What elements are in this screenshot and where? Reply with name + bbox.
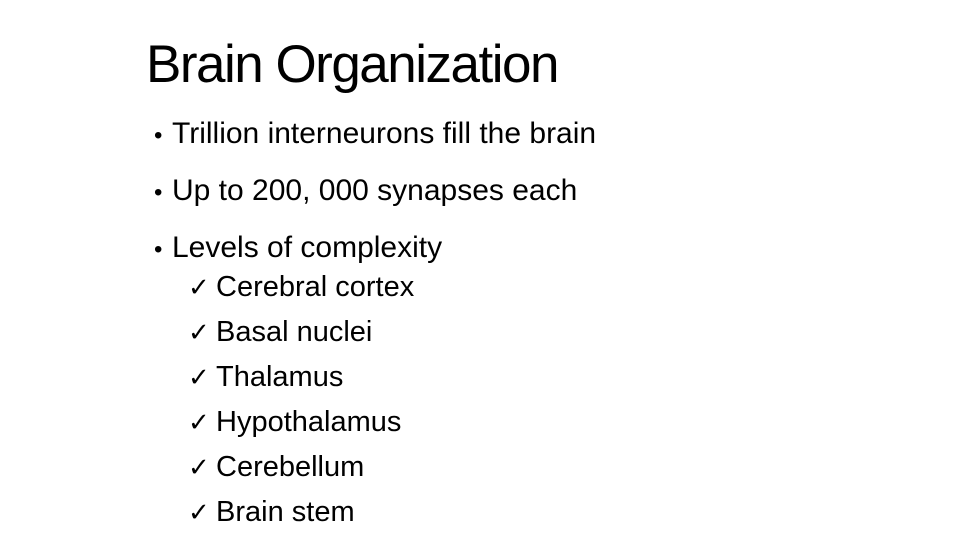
sub-item-text: Cerebellum: [216, 451, 365, 483]
slide-title: Brain Organization: [146, 35, 559, 94]
sub-item-text: Basal nuclei: [216, 316, 373, 348]
sub-item-text: Brain stem: [216, 496, 355, 528]
sub-item: ✓ Cerebral cortex: [188, 265, 414, 310]
sub-item-list: ✓ Cerebral cortex ✓ Basal nuclei ✓ Thala…: [188, 265, 414, 535]
sub-item-text: Cerebral cortex: [216, 271, 415, 303]
checkmark-icon: ✓: [188, 453, 210, 483]
bullet-item: • Levels of complexity: [154, 220, 596, 277]
bullet-dot-icon: •: [154, 122, 163, 149]
bullet-text: Up to 200, 000 synapses each: [172, 174, 578, 207]
bullet-text: Levels of complexity: [172, 231, 443, 264]
sub-item: ✓ Thalamus: [188, 355, 414, 400]
sub-item-text: Thalamus: [216, 361, 344, 393]
sub-item: ✓ Basal nuclei: [188, 310, 414, 355]
checkmark-icon: ✓: [188, 498, 210, 528]
bullet-text: Trillion interneurons fill the brain: [172, 117, 597, 150]
checkmark-icon: ✓: [188, 318, 210, 348]
bullet-item: • Up to 200, 000 synapses each: [154, 163, 596, 220]
bullet-list: • Trillion interneurons fill the brain •…: [154, 106, 596, 277]
checkmark-icon: ✓: [188, 363, 210, 393]
sub-item: ✓ Brain stem: [188, 490, 414, 535]
checkmark-icon: ✓: [188, 273, 210, 303]
sub-item: ✓ Hypothalamus: [188, 400, 414, 445]
checkmark-icon: ✓: [188, 408, 210, 438]
sub-item: ✓ Cerebellum: [188, 445, 414, 490]
bullet-dot-icon: •: [154, 179, 163, 206]
sub-item-text: Hypothalamus: [216, 406, 402, 438]
bullet-dot-icon: •: [154, 236, 163, 263]
bullet-item: • Trillion interneurons fill the brain: [154, 106, 596, 163]
